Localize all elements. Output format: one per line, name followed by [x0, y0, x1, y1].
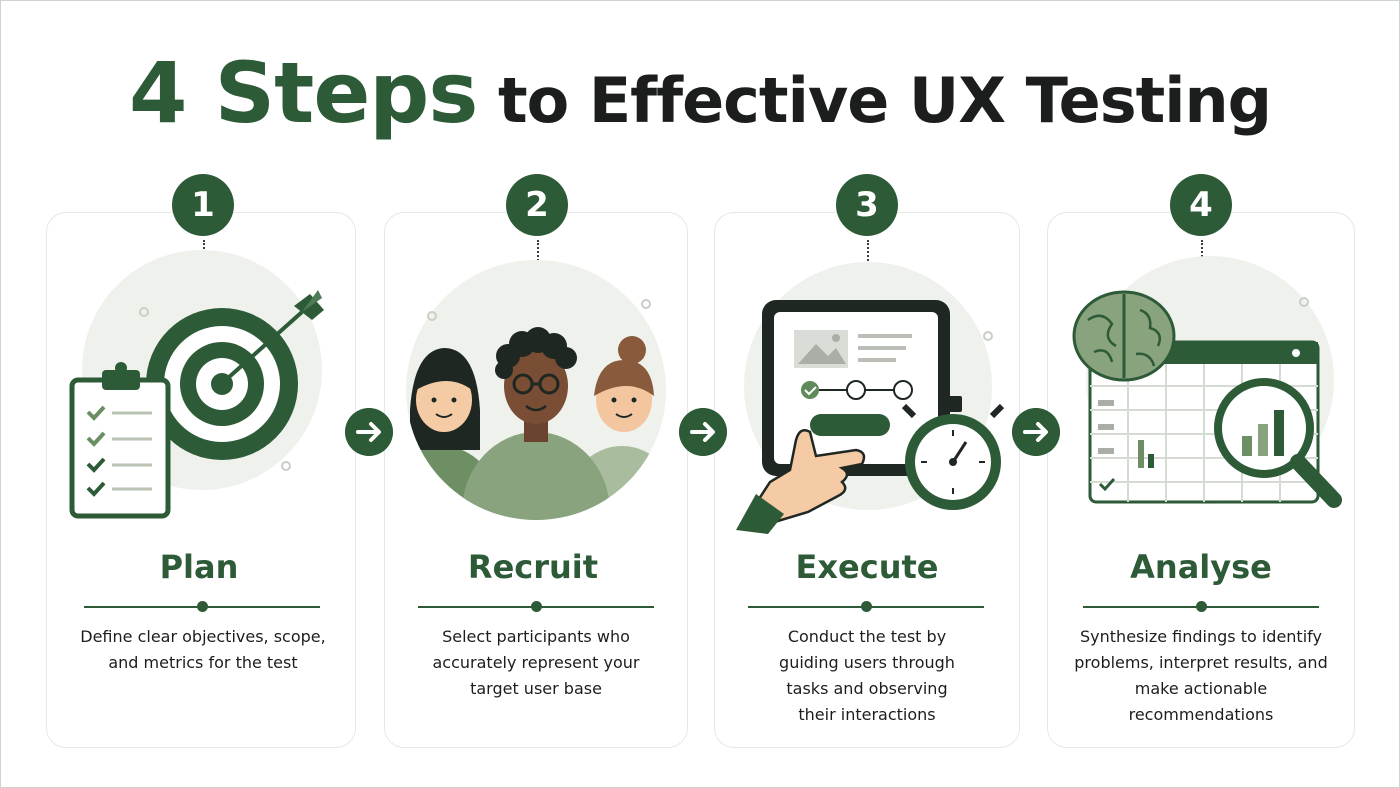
people-group-icon [406, 260, 666, 520]
step-title-execute: Execute [795, 548, 939, 586]
divider-dot [1196, 601, 1207, 612]
step-description-recruit: Select participants who accurately repre… [432, 627, 640, 698]
tablet-stopwatch-icon [736, 262, 1005, 534]
step-title-analyse: Analyse [1130, 548, 1272, 586]
step-number-badge: 4 [1170, 174, 1232, 236]
step-title-plan: Plan [159, 548, 239, 586]
step-title-recruit: Recruit [467, 548, 599, 586]
step-number-badge: 1 [172, 174, 234, 236]
arrow-right-icon [345, 408, 393, 456]
title-highlight: 4 Steps [128, 44, 478, 142]
brain-magnifier-icon [1072, 256, 1342, 508]
title-rest: to Effective UX Testing [477, 64, 1272, 137]
arrow-right-icon [679, 408, 727, 456]
step-number-badge: 2 [506, 174, 568, 236]
divider-dot [197, 601, 208, 612]
step-number-badge: 3 [836, 174, 898, 236]
step-description-plan: Define clear objectives, scope, and metr… [80, 627, 326, 672]
divider-dot [531, 601, 542, 612]
step-description-execute: Conduct the test by guiding users throug… [779, 627, 955, 724]
dotted-connector [867, 240, 869, 280]
target-clipboard-icon [69, 250, 324, 519]
step-description-analyse: Synthesize findings to identify problems… [1074, 627, 1328, 724]
arrow-right-icon [1012, 408, 1060, 456]
dotted-connector [537, 240, 539, 280]
page-title: 4 Steps to Effective UX Testing [0, 44, 1400, 154]
divider-dot [861, 601, 872, 612]
